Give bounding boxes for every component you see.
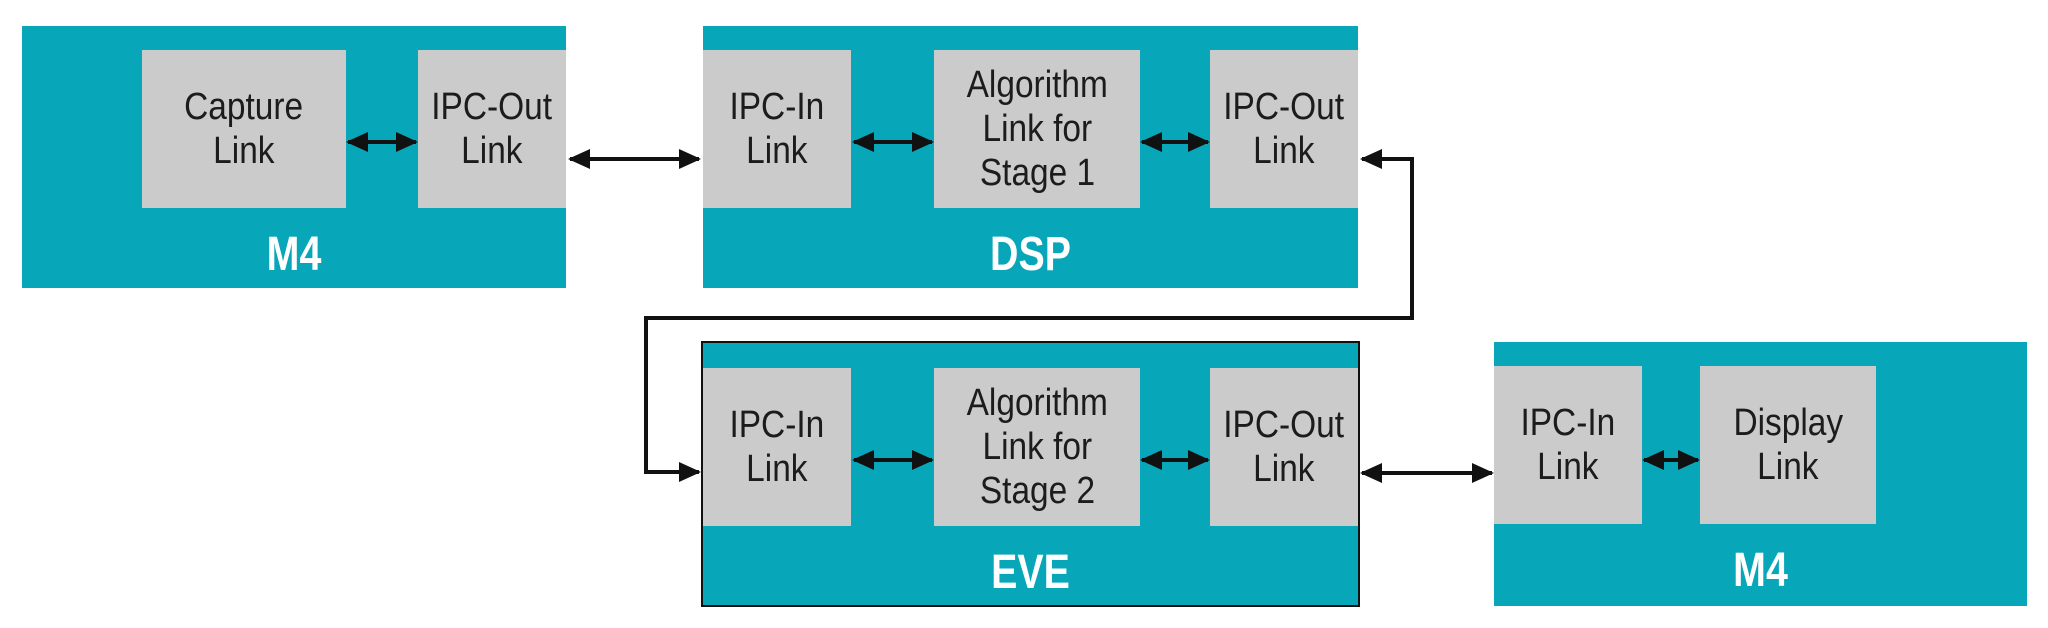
m4-processor-bottom: IPC-In Link Display Link M4 [1494,342,2027,606]
capture-link-block: Capture Link [142,50,346,208]
processor-label: M4 [266,228,322,281]
block-label-line: Algorithm [966,64,1108,106]
m4-processor-top: Capture Link IPC-Out Link M4 [22,26,566,288]
ipc-out-link-block: IPC-Out Link [418,50,566,208]
block-label-line: IPC-Out [1223,86,1345,128]
ipc-in-link-block: IPC-In Link [1494,366,1642,524]
block-label-line: Capture [184,86,304,128]
processor-label: EVE [991,546,1070,599]
block-label-line: IPC-In [1520,402,1616,444]
processor-label: M4 [1733,544,1788,597]
block-label-line: Link for [982,108,1092,150]
block-label-line: IPC-In [729,86,825,128]
block-label-line: Link [1537,446,1599,488]
arrow-dsp-to-eve [644,149,1414,482]
block-label-line: Link [1757,446,1819,488]
block-label-line: IPC-Out [431,86,553,128]
block-label-line: Link [461,130,523,172]
display-link-block: Display Link [1700,366,1876,524]
block-label-line: Display [1733,402,1843,444]
block-label-line: Link [213,130,275,172]
